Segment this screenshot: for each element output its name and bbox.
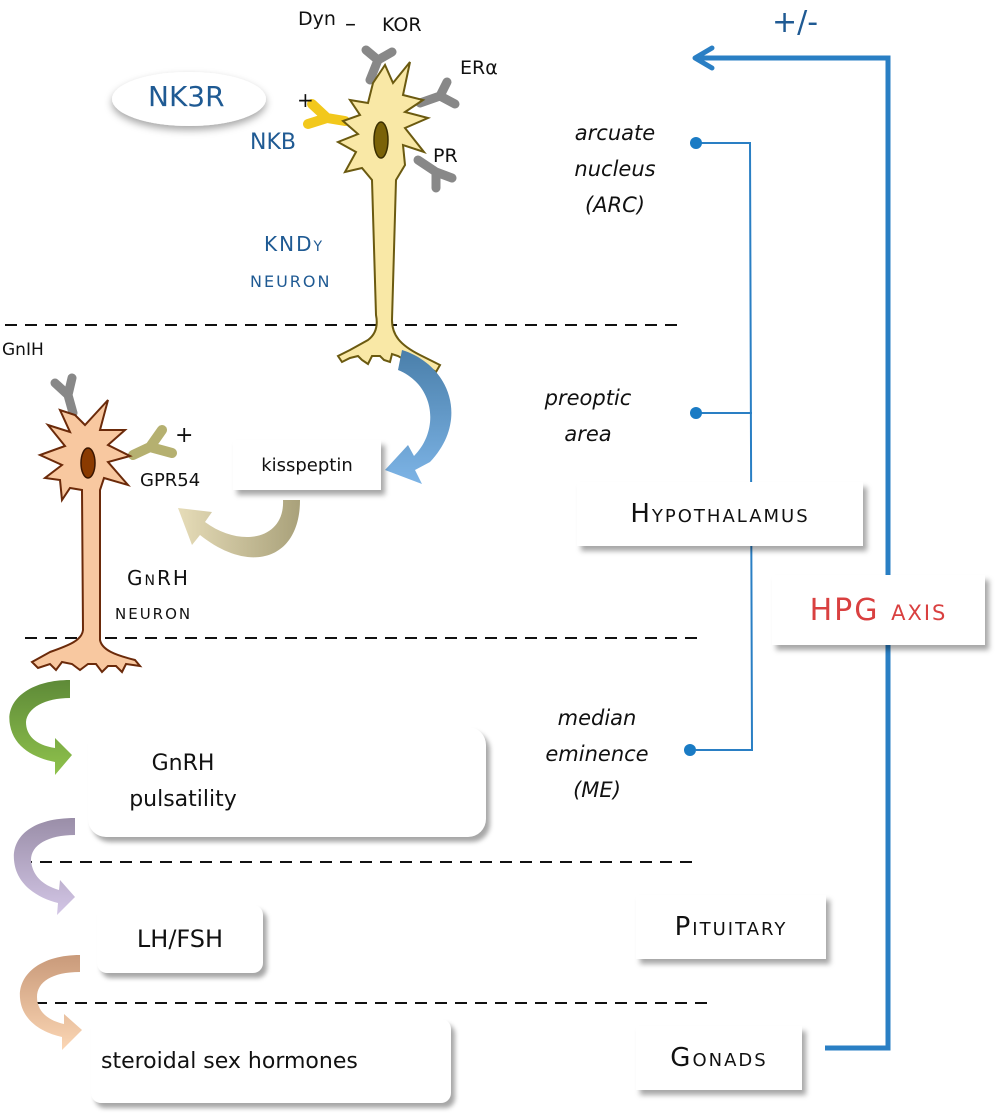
dyn-inhibitory-sign: – xyxy=(345,12,356,37)
hypothalamus-label: Hypothalamus xyxy=(630,499,810,529)
steroidal-hormones-label: steroidal sex hormones xyxy=(101,1048,358,1074)
gnrh-nucleus xyxy=(80,447,96,479)
poa-dot xyxy=(690,407,702,419)
steroidal-hormones-box: steroidal sex hormones xyxy=(91,1019,451,1103)
gnrh-neuron-label: GnRH xyxy=(127,566,190,590)
nk3r-label: NK3R xyxy=(148,80,225,113)
nkb-label: NKB xyxy=(250,130,296,155)
hpg-axis-box: HPG axis xyxy=(772,575,985,645)
arc-dot xyxy=(690,137,702,149)
gpr54-sign: + xyxy=(175,423,194,448)
nkb-sign: + xyxy=(297,88,314,112)
me-dot xyxy=(684,744,696,756)
lhfsh-to-steroids-arrow xyxy=(19,955,82,1050)
kndy-neuron-sublabel: NEURON xyxy=(250,272,332,291)
pr-receptor-icon xyxy=(413,155,457,193)
gnrh-soma xyxy=(30,399,143,674)
dyn-label: Dyn xyxy=(298,8,336,30)
pituitary-box: Pituitary xyxy=(636,895,826,959)
feedback-sign-label: +/- xyxy=(772,5,819,40)
kisspeptin-label: kisspeptin xyxy=(261,454,353,476)
er-alpha-label: ERα xyxy=(460,57,498,79)
kndy-soma xyxy=(335,61,442,374)
nkb-receptor-icon xyxy=(303,99,350,129)
gnrh-neuron xyxy=(30,373,177,674)
kisspeptin-box: kisspeptin xyxy=(233,440,381,490)
kor-label: KOR xyxy=(382,14,422,36)
hypothalamic-region-connector xyxy=(696,142,754,751)
pituitary-label: Pituitary xyxy=(674,912,788,942)
lhfsh-box: LH/FSH xyxy=(97,905,263,973)
gnih-label: GnIH xyxy=(2,340,44,360)
kndy-neuron-label: KNDy xyxy=(264,232,325,256)
kndy-to-kisspeptin-arrow xyxy=(385,350,452,484)
kisspeptin-to-gpr54-arrow xyxy=(178,500,300,558)
feedback-loop-line xyxy=(700,55,891,1051)
er-receptor-icon xyxy=(415,77,460,109)
feedback-arrowhead-icon xyxy=(692,45,715,71)
hypothalamus-box: Hypothalamus xyxy=(577,482,863,546)
gnrh-pulsatility-box: GnRH pulsatility xyxy=(88,727,486,837)
gnrh-to-pulsatility-arrow xyxy=(9,680,72,775)
pulsatility-to-lhfsh-arrow xyxy=(13,818,75,915)
gonads-label: Gonads xyxy=(670,1043,768,1073)
pr-label: PR xyxy=(433,145,458,167)
lhfsh-label: LH/FSH xyxy=(136,925,224,953)
gnih-receptor-icon xyxy=(50,373,78,418)
pulsatility-line2: pulsatility xyxy=(129,787,237,812)
pulsatility-line1: GnRH xyxy=(151,751,215,776)
hpg-axis-label: HPG axis xyxy=(809,592,948,628)
gonads-box: Gonads xyxy=(636,1026,802,1090)
gpr54-label: GPR54 xyxy=(140,470,201,491)
gnrh-neuron-sublabel: NEURON xyxy=(115,605,193,623)
nk3r-ellipse xyxy=(112,72,266,126)
kor-receptor-icon xyxy=(361,45,397,85)
kndy-neuron xyxy=(303,45,460,374)
kndy-nucleus xyxy=(373,121,389,159)
gpr54-receptor-icon xyxy=(128,425,177,460)
